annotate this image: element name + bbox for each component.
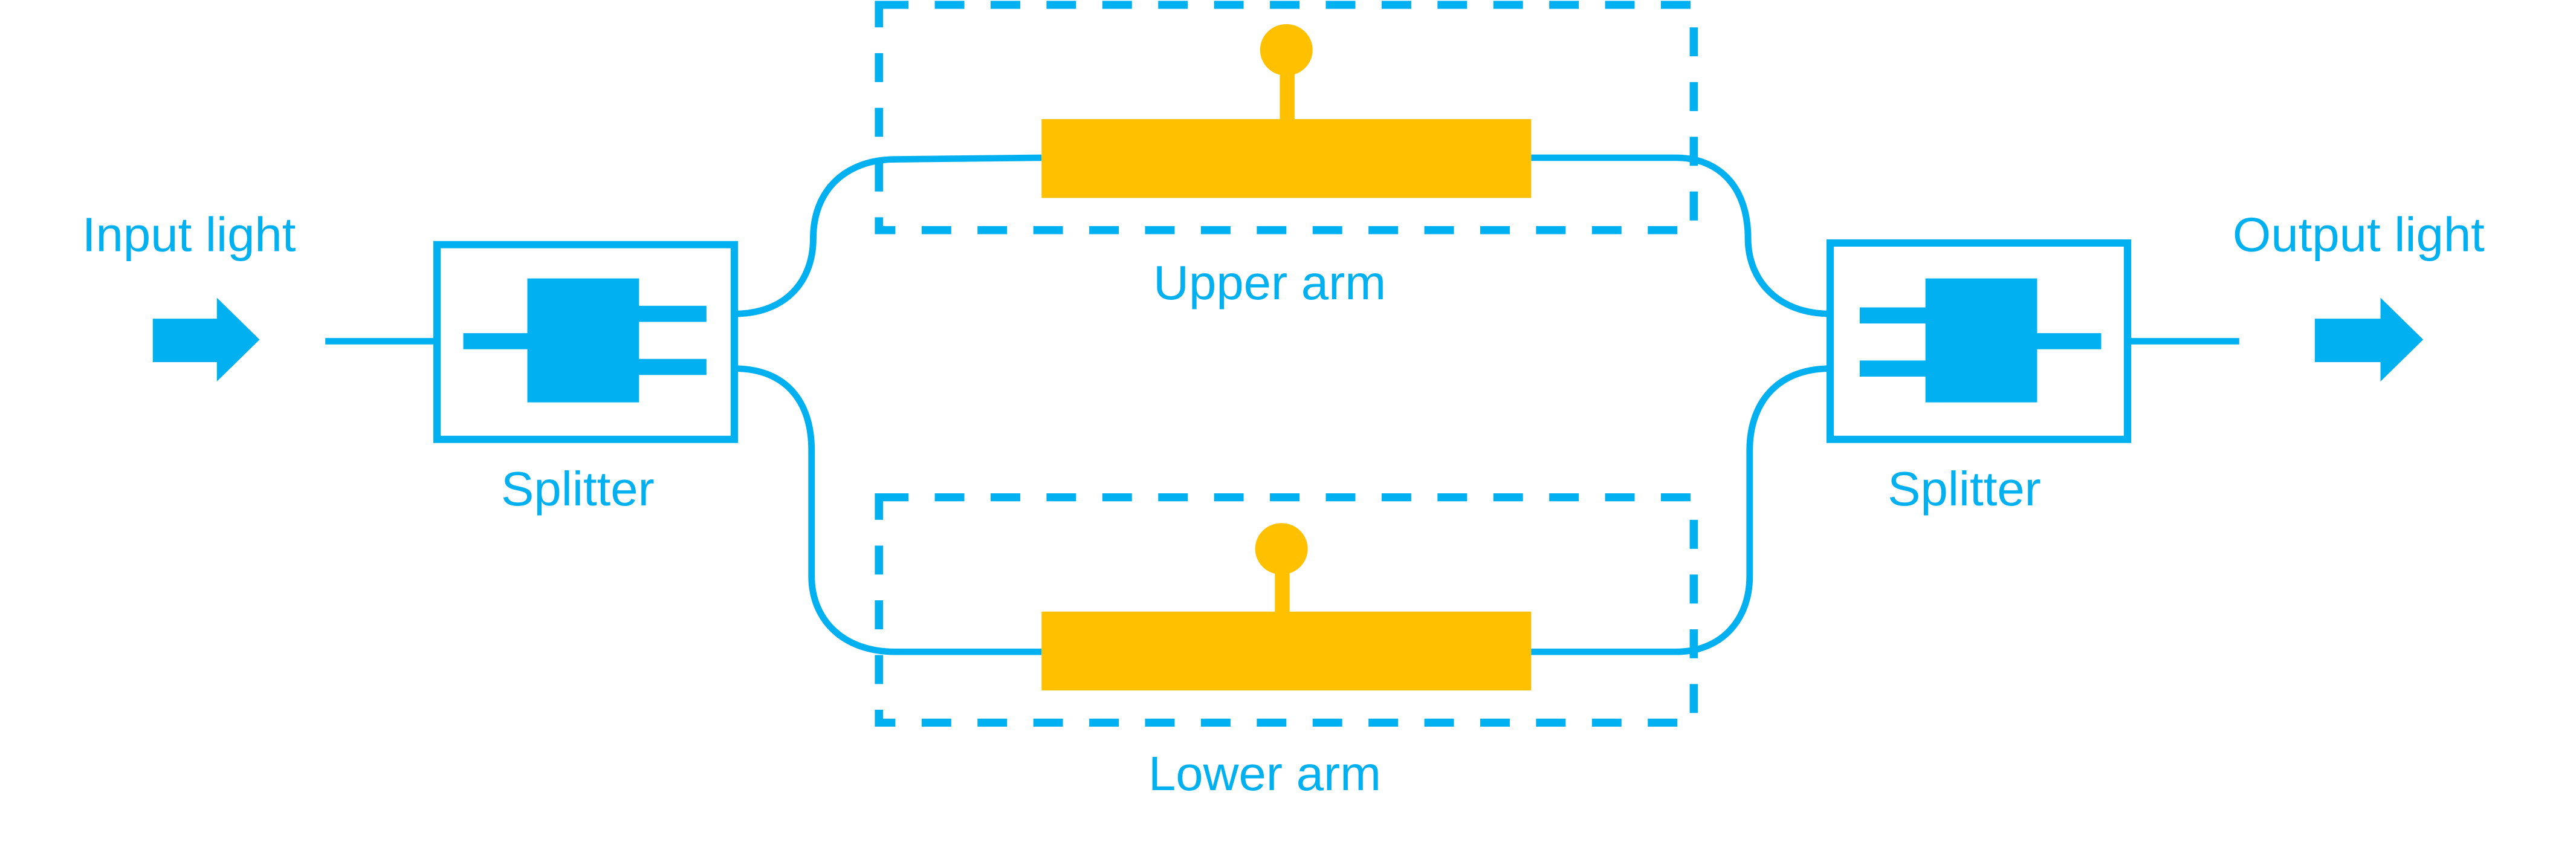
- lower-arm-waveguide: [734, 365, 1830, 655]
- right-splitter-label: Splitter: [1888, 462, 2041, 516]
- left-splitter-body: [527, 278, 639, 403]
- lower-electrode-stem: [1275, 569, 1290, 614]
- left-splitter: [433, 241, 739, 443]
- input-light-label: Input light: [82, 208, 296, 262]
- right-splitter: [1826, 239, 2132, 443]
- left-splitter-output-port-upper: [637, 305, 707, 322]
- left-splitter-frame: [433, 241, 739, 443]
- upper-phase-shifter: [1041, 119, 1532, 198]
- right-splitter-input-port-lower: [1859, 360, 1929, 377]
- lower-arm-label: Lower arm: [1148, 747, 1381, 801]
- lower-phase-shifter: [1041, 611, 1532, 691]
- upper-electrode-pad-icon: [1260, 24, 1313, 76]
- lower-electrode-pad-icon: [1255, 523, 1308, 575]
- upper-arm-waveguide: [734, 154, 1830, 317]
- upper-arm-label: Upper arm: [1153, 256, 1386, 310]
- output-light-label: Output light: [2233, 208, 2485, 262]
- input-arrow-icon: [152, 297, 260, 381]
- left-splitter-label: Splitter: [501, 462, 655, 516]
- upper-electrode-stem: [1280, 74, 1295, 121]
- left-splitter-input-port: [463, 333, 529, 349]
- left-splitter-output-port-lower: [637, 358, 707, 375]
- right-splitter-body: [1925, 278, 2037, 403]
- right-splitter-output-port: [2034, 333, 2102, 349]
- output-arrow-icon: [2314, 297, 2424, 381]
- right-splitter-input-port-upper: [1859, 307, 1929, 324]
